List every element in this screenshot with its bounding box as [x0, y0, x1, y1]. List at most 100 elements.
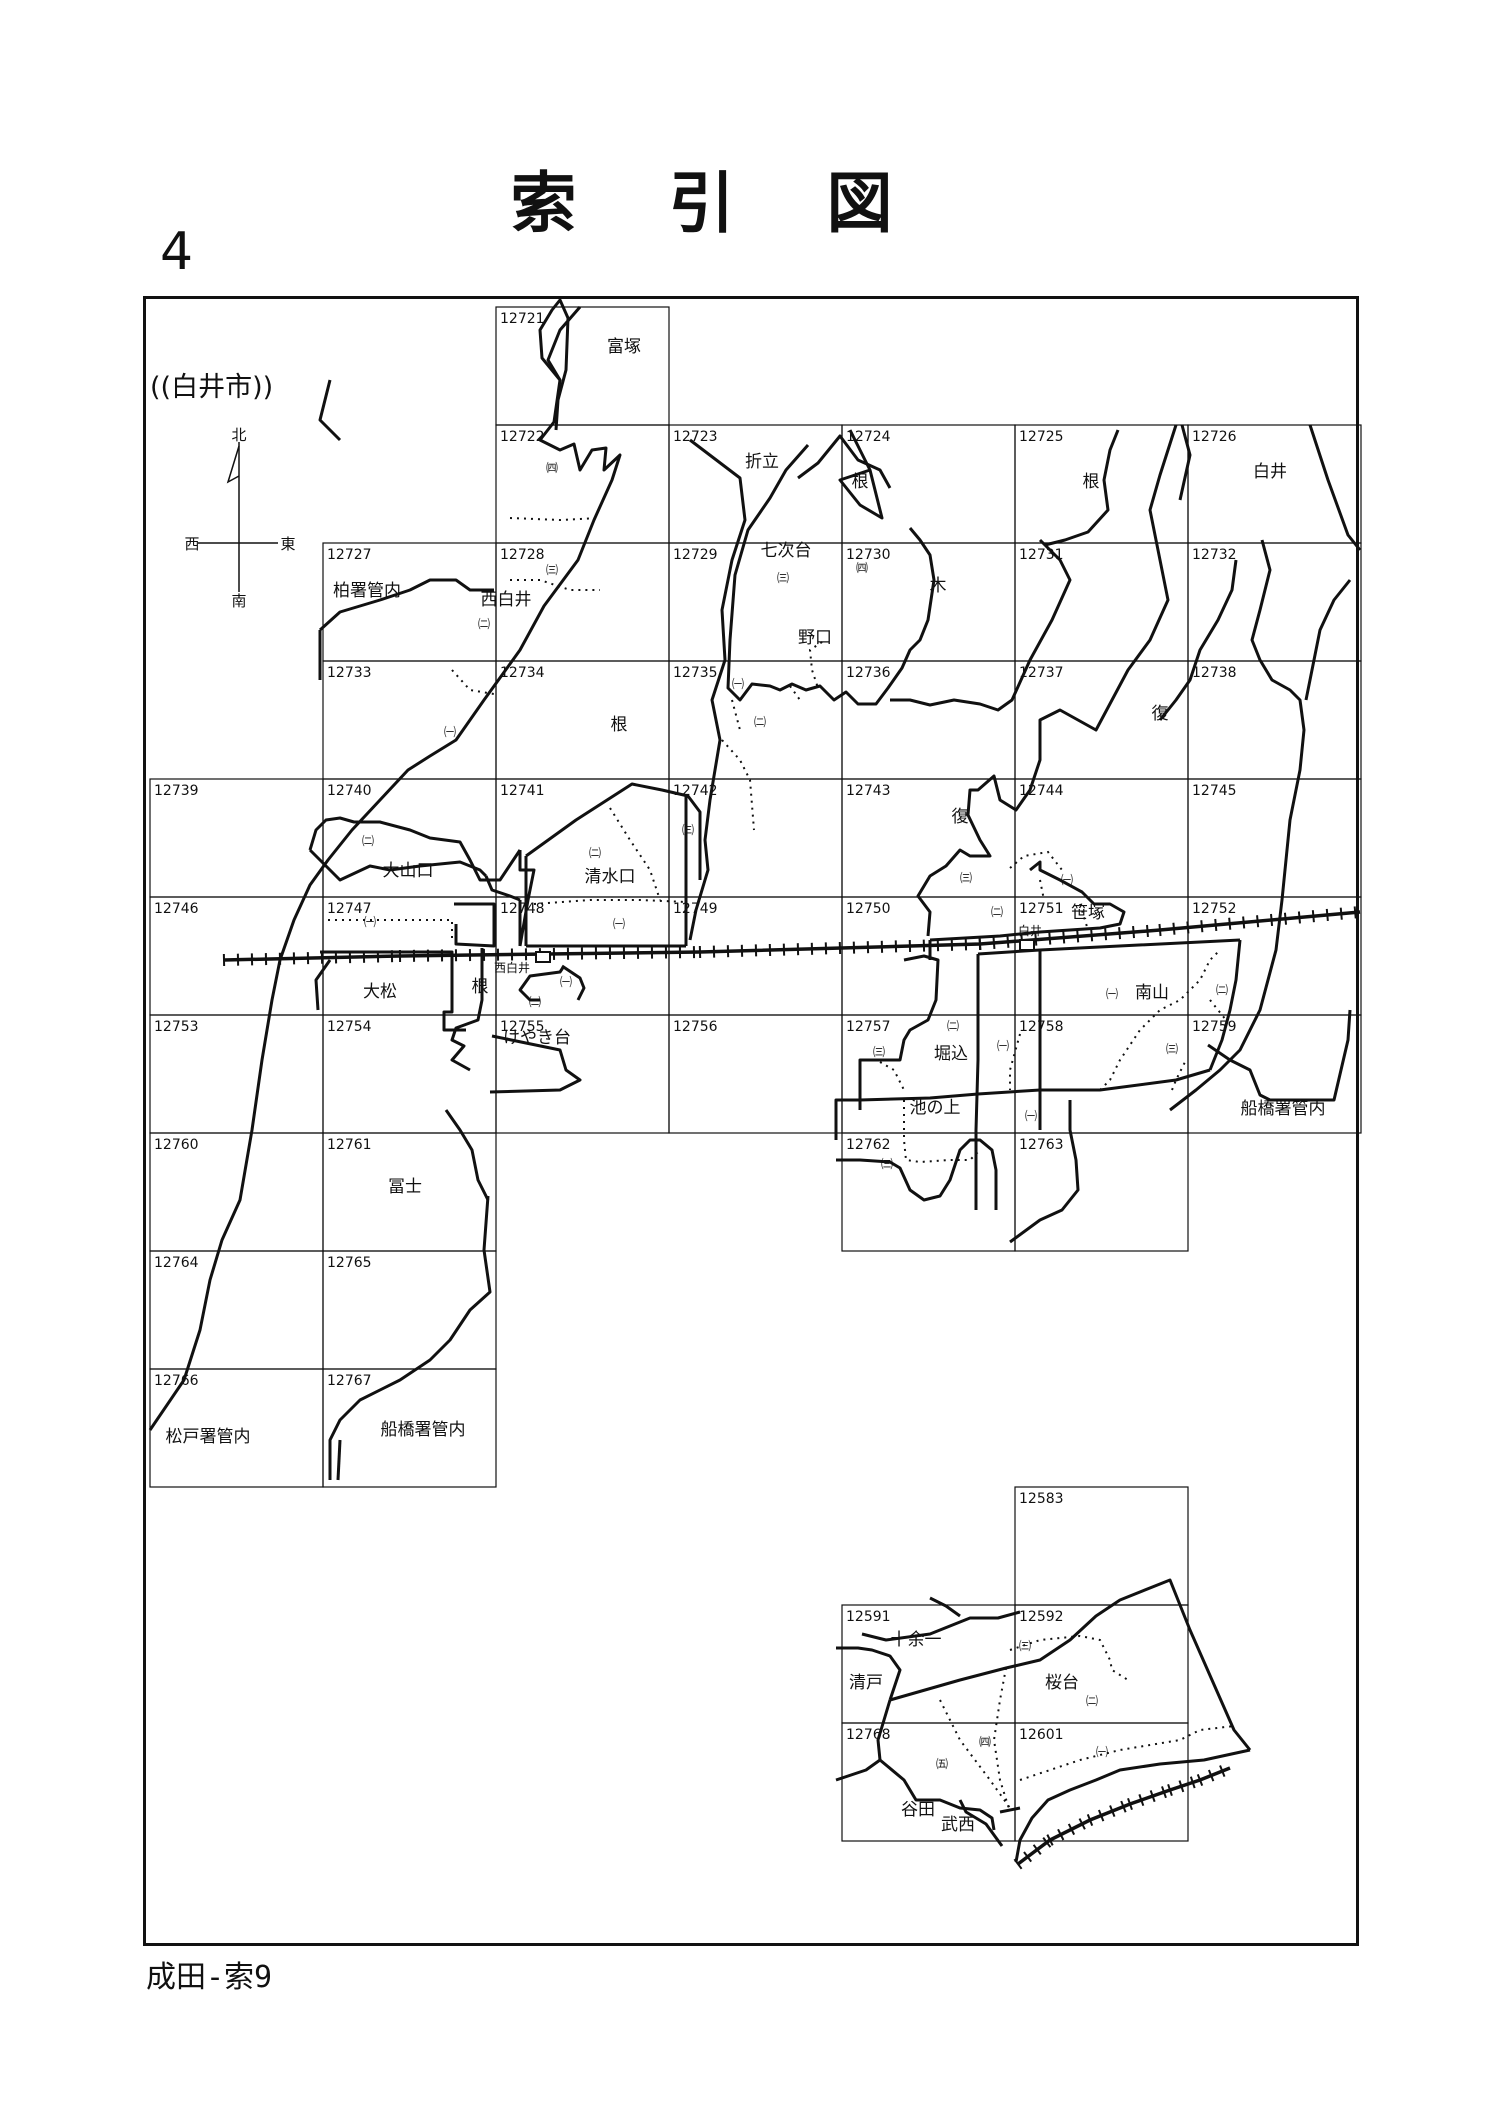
railway-tick [1219, 1765, 1226, 1778]
compass-south: 南 [231, 592, 246, 610]
grid-cell-id: 12753 [154, 1019, 199, 1035]
place-name-label: 大山口 [383, 861, 434, 881]
place-name-label: 柏署管内 [333, 581, 401, 601]
railway-tick [1086, 1814, 1094, 1826]
grid-cell-id: 12601 [1019, 1727, 1064, 1743]
railway-tick [1062, 931, 1066, 944]
grid-cell-id: 12741 [500, 783, 545, 799]
grid-cell-id: 12727 [327, 547, 372, 563]
district-number-label: ㈡ [947, 1019, 959, 1033]
map-frame [143, 296, 1359, 1946]
railway-tick [1097, 1809, 1105, 1822]
district-number-label: ㈠ [1106, 987, 1118, 1001]
place-name-label: 西白井 [481, 590, 532, 610]
grid-cell-id: 12738 [1192, 665, 1237, 681]
grid-cell-id: 12763 [1019, 1137, 1064, 1153]
district-number-label: ㈡ [1086, 1694, 1098, 1708]
grid-cell-id: 12767 [327, 1373, 372, 1389]
place-name-label: 折立 [745, 452, 779, 472]
place-name-label: 十余一 [891, 1630, 942, 1650]
district-number-label: ㈣ [856, 561, 868, 575]
place-name-label: 谷田 [901, 1800, 935, 1820]
district-number-label: ㈣ [979, 1735, 991, 1749]
district-number-label: ㈡ [478, 617, 490, 631]
railway-tick [1023, 1851, 1032, 1863]
district-number-label: ㈡ [991, 905, 1003, 919]
district-number-label: ㈢ [1166, 1042, 1178, 1056]
railway-tick [1013, 1858, 1023, 1870]
place-name-label: 桜台 [1045, 1673, 1079, 1693]
railway-tick [1034, 933, 1038, 946]
railway-tick [1146, 924, 1149, 938]
grid-cell-id: 12740 [327, 783, 372, 799]
grid-cell-id: 12725 [1019, 429, 1064, 445]
place-name-label: 清水口 [585, 867, 636, 887]
grid-cell-id: 12765 [327, 1255, 372, 1271]
grid-cell-id: 12755 [500, 1019, 545, 1035]
grid-cell-id: 12759 [1192, 1019, 1237, 1035]
district-number-label: ㈠ [732, 677, 744, 691]
grid-cell [1187, 1014, 1362, 1134]
grid-cell-id: 12743 [846, 783, 891, 799]
place-name-label: 船橋署管内 [1241, 1099, 1326, 1119]
railway-tick [1032, 1844, 1042, 1856]
grid-cell-id: 12766 [154, 1373, 199, 1389]
district-number-label: ㈠ [1025, 1109, 1037, 1123]
district-number-label: ㈡ [362, 834, 374, 848]
railway-tick [1186, 921, 1190, 934]
district-number-label: ㈢ [873, 1045, 885, 1059]
boundary-lines [148, 298, 1362, 1863]
district-number-label: ㈠ [1096, 1745, 1108, 1759]
grid-cell-id: 12761 [327, 1137, 372, 1153]
grid-cell-id: 12592 [1019, 1609, 1064, 1625]
district-number-label: ㈡ [1216, 983, 1228, 997]
district-number-label: ㈣ [546, 461, 558, 475]
place-name-label: 大松 [363, 982, 397, 1002]
grid-cell-id: 12726 [1192, 429, 1237, 445]
railway-tick [1158, 923, 1162, 937]
place-name-label: 武西 [941, 1815, 975, 1835]
grid-cell-id: 12768 [846, 1727, 891, 1743]
district-number-label: ㈢ [546, 563, 558, 577]
compass-east: 東 [280, 535, 295, 553]
place-name-label: 七次台 [761, 541, 812, 561]
district-number-label: ㈠ [613, 917, 625, 931]
place-name-label: 復 [1152, 704, 1169, 724]
place-name-label: 富塚 [607, 337, 641, 357]
grid-cell-id: 12728 [500, 547, 545, 563]
railway-tick [1178, 1780, 1185, 1793]
map-labels: 富塚折立根根白井七次台木柏署管内西白井野口根復復大山口清水口笹塚大松根南山けやき… [166, 337, 1326, 1835]
railway-tick [1118, 927, 1122, 940]
railway-tick [1339, 907, 1343, 920]
grid-cell-id: 12732 [1192, 547, 1237, 563]
grid-cell-id: 12757 [846, 1019, 891, 1035]
compass-rose: 北 南 東 西 [184, 426, 295, 610]
place-name-label: 松戸署管内 [166, 1427, 251, 1447]
sheet-number: 4 [160, 222, 194, 282]
district-number-label: ㈠ [364, 915, 376, 929]
grid-cell-id: 12751 [1019, 901, 1064, 917]
place-name-label: 根 [472, 977, 489, 997]
railway-tick [1297, 911, 1301, 924]
district-number-label: ㈤ [936, 1757, 948, 1771]
district-number-label: ㈠ [560, 975, 572, 989]
place-name-label: 清戸 [849, 1673, 883, 1693]
place-name-label: 根 [611, 715, 628, 735]
railway-tick [992, 936, 996, 949]
grid-cell-id: 12730 [846, 547, 891, 563]
grid-cell-id: 12754 [327, 1019, 372, 1035]
place-name-label: 野口 [798, 628, 832, 648]
grid-cell-id: 12733 [327, 665, 372, 681]
railway-tick [1057, 1828, 1065, 1841]
railway-tick [1242, 916, 1246, 929]
railway-tick [1311, 910, 1315, 923]
grid-cell-id: 12591 [846, 1609, 891, 1625]
railway-tick [1006, 935, 1010, 948]
grid-cell-id: 12729 [673, 547, 718, 563]
railway-tick [1207, 1769, 1215, 1782]
place-name-label: 根 [1083, 472, 1100, 492]
grid-cell [1014, 1132, 1189, 1252]
district-number-label: ㈠ [444, 725, 456, 739]
